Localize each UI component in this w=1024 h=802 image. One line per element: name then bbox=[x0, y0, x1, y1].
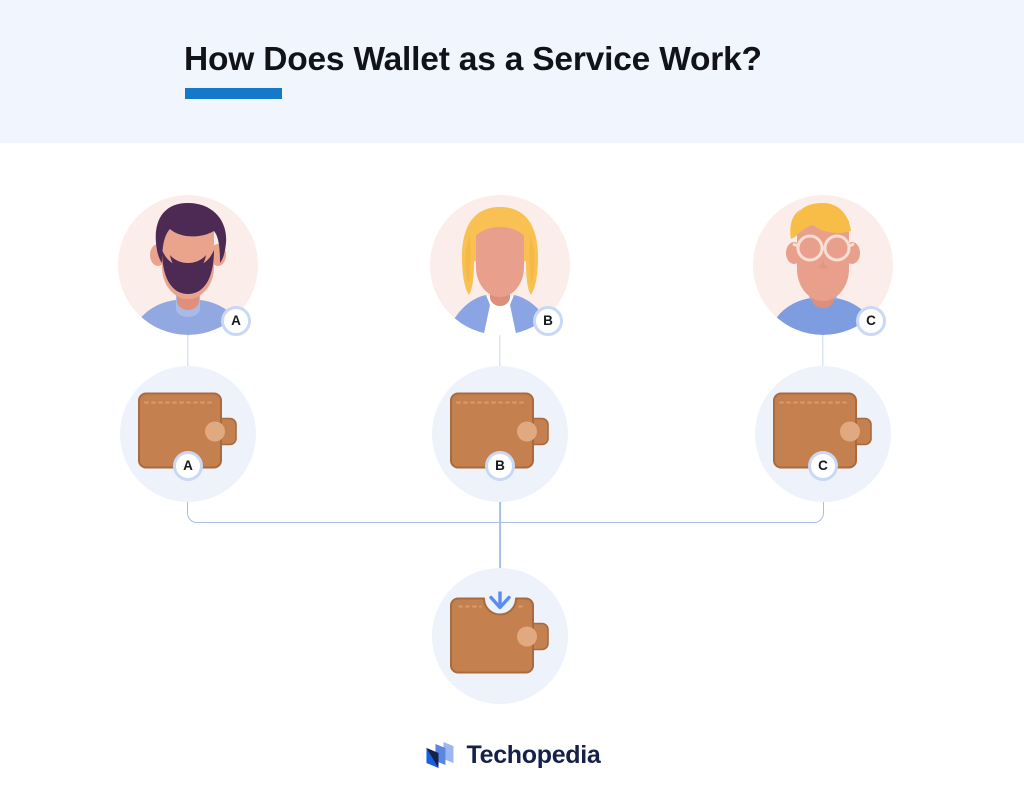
badge-wallet-b: B bbox=[485, 451, 515, 481]
badge-wallet-c-label: C bbox=[818, 458, 828, 474]
badge-avatar-a-label: A bbox=[231, 313, 241, 329]
badge-avatar-b-label: B bbox=[543, 313, 553, 329]
badge-wallet-c: C bbox=[808, 451, 838, 481]
connector-stem-b bbox=[499, 332, 501, 374]
page-title: How Does Wallet as a Service Work? bbox=[184, 41, 762, 78]
deposit-arrow-icon bbox=[489, 571, 511, 610]
connector-stem-c bbox=[822, 332, 824, 374]
pooled-wallet-illustration bbox=[450, 571, 549, 674]
avatar-node-c[interactable]: C bbox=[753, 195, 893, 336]
brand-name: Techopedia bbox=[466, 740, 601, 769]
header-band bbox=[0, 0, 1024, 143]
title-accent-rule bbox=[185, 88, 282, 99]
badge-wallet-a-label: A bbox=[183, 458, 193, 474]
badge-avatar-c-label: C bbox=[866, 313, 876, 329]
badge-wallet-b-label: B bbox=[495, 458, 505, 474]
connector-stem-a bbox=[187, 332, 189, 374]
brand-logo[interactable]: Techopedia bbox=[423, 739, 601, 771]
avatar-node-b[interactable]: B bbox=[430, 195, 570, 336]
wallet-node-a[interactable]: A bbox=[120, 366, 256, 502]
badge-avatar-c: C bbox=[856, 306, 886, 336]
badge-avatar-b: B bbox=[533, 306, 563, 336]
connector-drop-to-pool bbox=[499, 495, 501, 575]
badge-avatar-a: A bbox=[221, 306, 251, 336]
wallet-node-b[interactable]: B bbox=[432, 366, 568, 502]
wallet-node-c[interactable]: C bbox=[755, 366, 891, 502]
avatar-c bbox=[753, 195, 893, 335]
badge-wallet-a: A bbox=[173, 451, 203, 481]
techopedia-mark-icon bbox=[426, 742, 454, 768]
pooled-wallet bbox=[448, 571, 552, 685]
avatar-node-a[interactable]: A bbox=[118, 195, 258, 336]
connector-bus bbox=[187, 492, 824, 523]
pooled-wallet-node[interactable] bbox=[432, 568, 568, 704]
